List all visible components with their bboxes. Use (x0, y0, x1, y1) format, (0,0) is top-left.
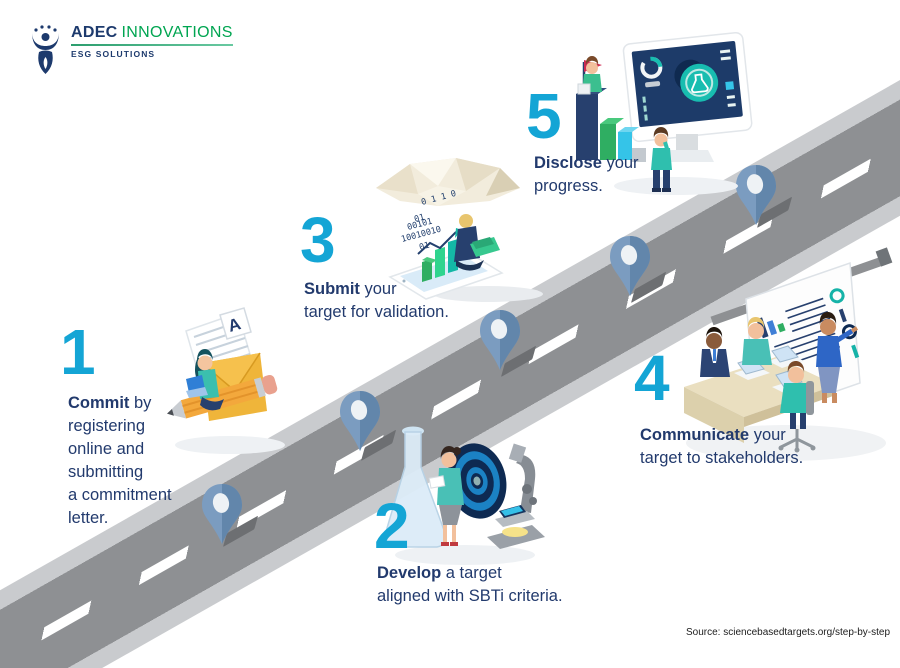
commit-illustration: A (167, 307, 285, 454)
svg-text:01: 01 (413, 213, 425, 225)
brand-tagline: ESG SOLUTIONS (71, 49, 156, 59)
map-pin-icon (480, 310, 520, 370)
step-3-number: 3 (300, 204, 336, 276)
map-pin-icon (610, 236, 650, 296)
step-5-number: 5 (526, 80, 562, 152)
submit-illustration: 0 1 1 0 01 00101 10010010 01 (376, 158, 543, 302)
svg-text:A: A (226, 314, 243, 336)
disclose-illustration (576, 31, 753, 195)
brand-underline (71, 44, 233, 46)
step-1-number: 1 (60, 316, 96, 388)
step-2-caption: Develop a target aligned with SBTi crite… (377, 564, 563, 605)
communicate-illustration (684, 247, 893, 461)
step-3-caption: Submit your target for validation. (304, 280, 449, 321)
step-4-caption: Communicate your target to stakeholders. (640, 426, 804, 467)
develop-illustration (384, 426, 545, 565)
map-pin-icon (340, 391, 380, 451)
source-note: Source: sciencebasedtargets.org/step-by-… (686, 627, 890, 638)
adec-logo-icon (32, 25, 59, 74)
map-pin-icon (736, 165, 776, 225)
step-1-caption: Commit by registering online and submitt… (68, 394, 172, 527)
step-5-caption: Disclose your progress. (534, 154, 639, 195)
step-4-number: 4 (634, 342, 670, 414)
step-2-number: 2 (374, 490, 410, 562)
map-pin-icon (202, 484, 242, 544)
